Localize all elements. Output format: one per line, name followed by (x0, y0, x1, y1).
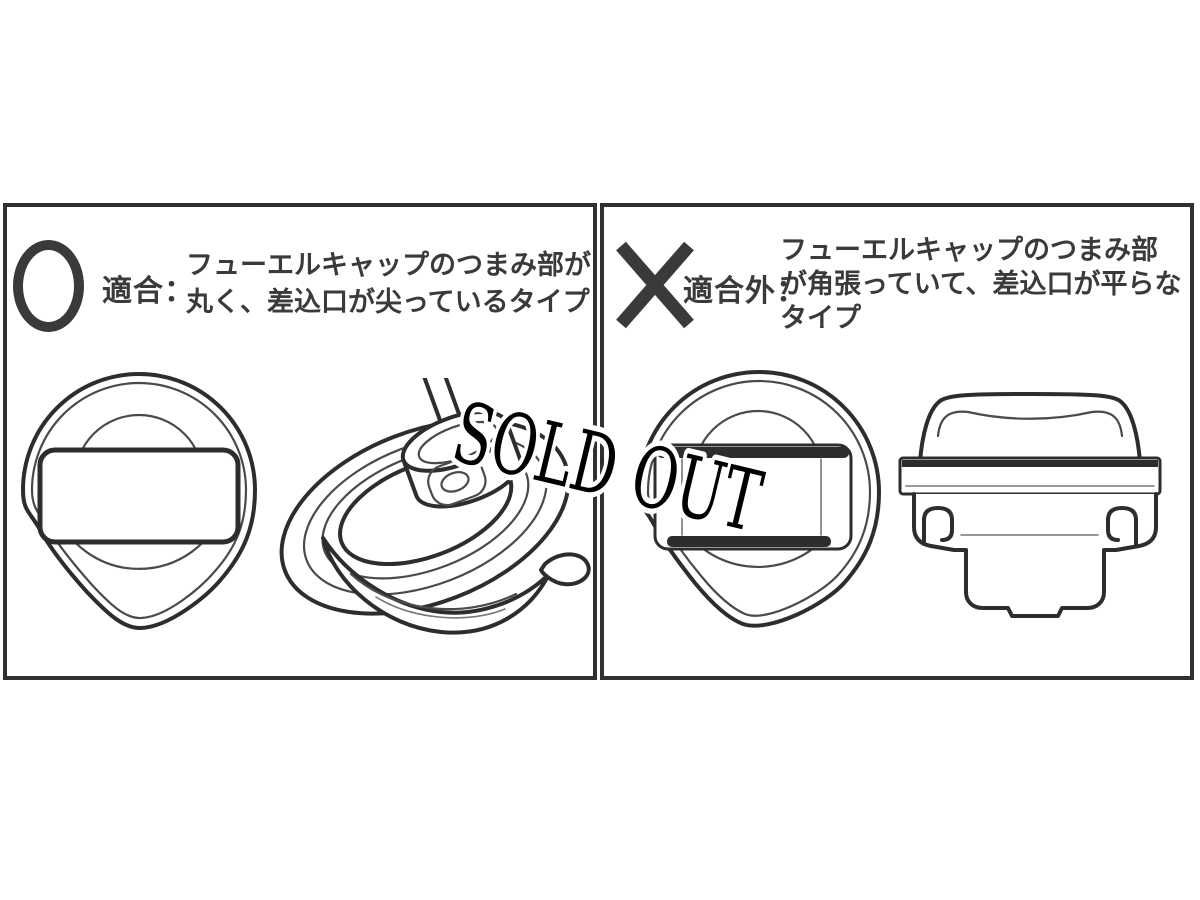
incompatible-description-line: フューエルキャップのつまみ部 (780, 235, 1158, 266)
square-fuel-cap-front-illustration (637, 370, 881, 628)
round-fuel-cap-front-illustration (21, 372, 257, 630)
round-cap-grip-tab (37, 447, 241, 545)
compatible-panel: 適合： フューエルキャップのつまみ部が 丸く、差込口が尖っているタイプ (3, 203, 597, 680)
square-fuel-cap-side-illustration (898, 392, 1162, 618)
circle-icon (13, 240, 84, 332)
incompatible-description-line: が角張っていて、差込口が平らな (780, 269, 1182, 300)
compatible-description: フューエルキャップのつまみ部が 丸く、差込口が尖っているタイプ (186, 247, 591, 321)
incompatible-panel: 適合外： フューエルキャップのつまみ部 が角張っていて、差込口が平らな タイプ (600, 203, 1194, 680)
compatible-label: 適合： (102, 274, 195, 309)
compatible-description-line: フューエルキャップのつまみ部が (186, 250, 591, 281)
square-cap-grip-tab (653, 443, 853, 551)
round-fuel-cap-side-illustration (279, 378, 591, 635)
incompatible-label: 適合外： (683, 274, 807, 309)
x-icon (616, 241, 694, 329)
incompatible-description: フューエルキャップのつまみ部 が角張っていて、差込口が平らな タイプ (780, 234, 1182, 336)
incompatible-description-line: タイプ (780, 303, 861, 334)
compatible-description-line: 丸く、差込口が尖っているタイプ (186, 287, 590, 318)
